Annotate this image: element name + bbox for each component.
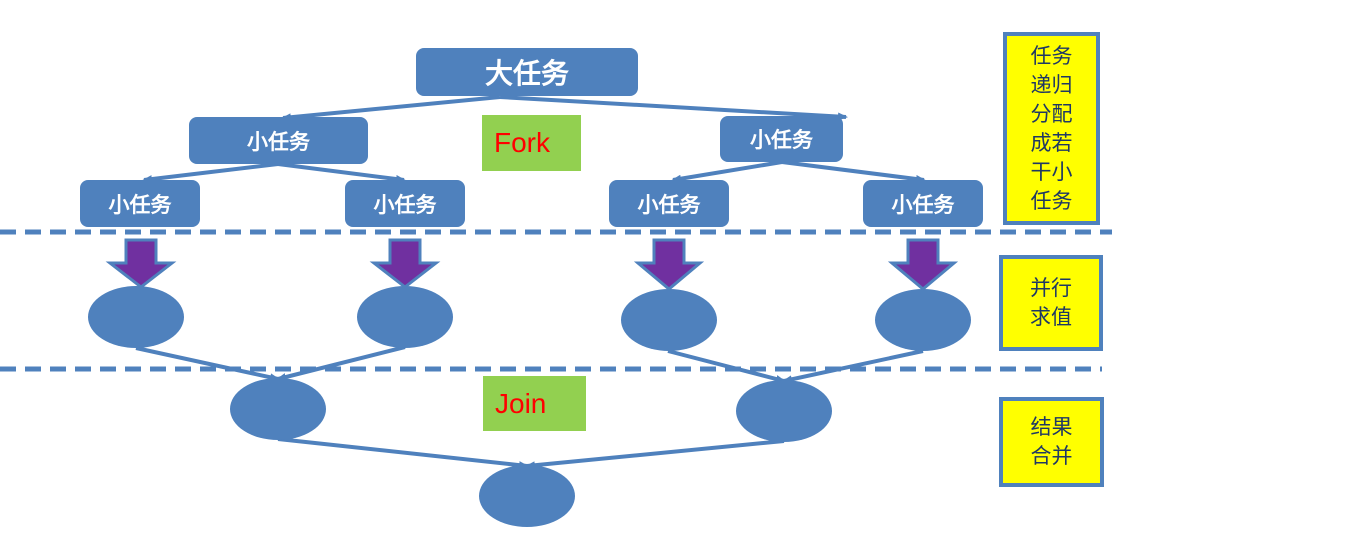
subtask-level2: 小任务 (345, 180, 465, 227)
connector-root-to-left (281, 95, 501, 122)
compute-results (88, 286, 971, 351)
connector-join (276, 345, 406, 381)
connector-join (782, 349, 924, 384)
merged-result-node (230, 378, 326, 440)
fork-connectors (142, 95, 926, 184)
down-arrow-icon (887, 238, 959, 291)
join-label: Join (483, 376, 586, 431)
down-arrow-icon (633, 238, 705, 291)
connector-join (135, 346, 280, 382)
down-arrow-icon (105, 238, 177, 289)
down-arrow-icon (369, 238, 441, 289)
connector-right-to-rr (781, 160, 926, 183)
compute-result-node (88, 286, 184, 348)
join-connectors (135, 345, 924, 470)
connector-right-to-rl (671, 160, 783, 183)
connector-join (667, 349, 786, 383)
fork-label: Fork (482, 115, 581, 171)
join-results (230, 378, 832, 527)
compute-result-node (875, 289, 971, 351)
connector-root-to-right (499, 95, 848, 121)
subtask-level2: 小任务 (863, 180, 983, 227)
compute-arrows (105, 238, 959, 291)
subtask-level1-right: 小任务 (720, 116, 843, 162)
connector-join (525, 439, 785, 470)
subtask-level2: 小任务 (80, 180, 200, 227)
compute-result-node (357, 286, 453, 348)
connector-left-to-ll (142, 162, 279, 184)
connector-left-to-lr (277, 162, 406, 183)
merged-result-node (736, 380, 832, 442)
connector-join (277, 437, 529, 470)
root-task: 大任务 (416, 48, 638, 96)
note-fork-phase: 任务 递归 分配 成若 干小 任务 (1003, 32, 1100, 225)
subtask-level1-left: 小任务 (189, 117, 368, 164)
final-result-node (479, 465, 575, 527)
compute-result-node (621, 289, 717, 351)
note-join-phase: 结果 合并 (999, 397, 1104, 487)
subtask-level2: 小任务 (609, 180, 729, 227)
note-compute-phase: 并行 求值 (999, 255, 1103, 351)
